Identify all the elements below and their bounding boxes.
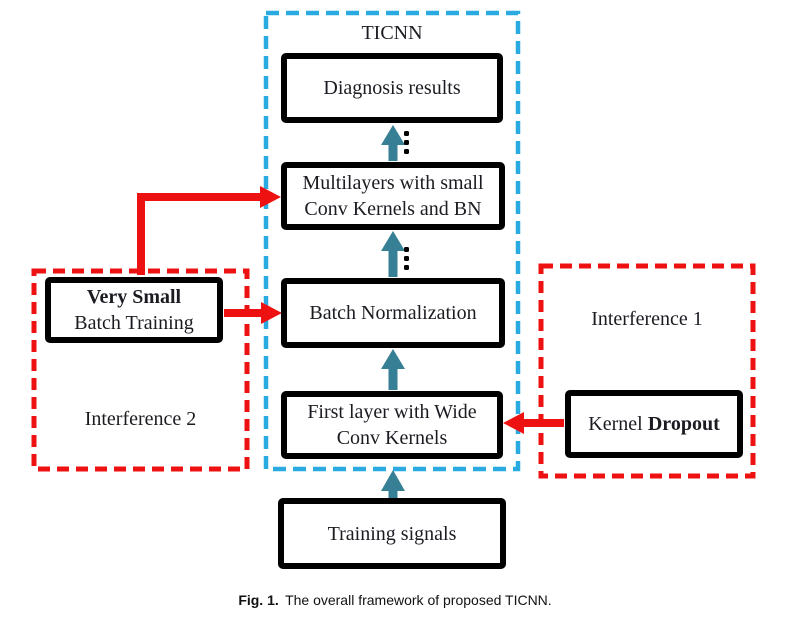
vertical-ellipsis-icon — [404, 247, 409, 274]
interference2-label: Interference 2 — [84, 408, 197, 430]
node-multilayers-label-line2: Conv Kernels and BN — [304, 198, 482, 220]
flow-arrow-training-to-firstlayer — [381, 470, 405, 499]
node-diagnosis-results: Diagnosis results — [281, 53, 503, 123]
node-first-layer-label-line1: First layer with Wide — [307, 401, 477, 423]
node-training-signals: Training signals — [278, 498, 506, 569]
node-kernel-dropout-label-regular: Kernel — [588, 413, 643, 435]
flow-arrow-multilayers-to-diagnosis — [381, 125, 405, 161]
interference-arrow-batchtraining-to-multilayers — [137, 186, 281, 275]
node-batch-normalization: Batch Normalization — [281, 278, 505, 348]
node-batch-normalization-label: Batch Normalization — [309, 302, 477, 324]
node-very-small-batch-training: Very Small Batch Training — [45, 277, 223, 343]
node-first-layer-label-line2: Conv Kernels — [336, 427, 448, 449]
interference1-dashed-border — [538, 263, 756, 479]
node-multilayers: Multilayers with small Conv Kernels and … — [281, 162, 505, 230]
flow-arrow-firstlayer-to-batchnorm — [381, 349, 405, 390]
node-kernel-dropout-label-bold: Dropout — [647, 413, 720, 435]
node-kernel-dropout: Kernel Dropout — [565, 390, 743, 458]
node-first-layer: First layer with Wide Conv Kernels — [281, 391, 503, 459]
node-diagnosis-results-label: Diagnosis results — [323, 77, 461, 99]
node-multilayers-label-line1: Multilayers with small — [302, 172, 484, 194]
node-training-signals-label: Training signals — [327, 522, 457, 545]
flow-arrow-batchnorm-to-multilayers — [381, 231, 405, 277]
interference-arrow-kerneldropout-to-firstlayer — [503, 412, 564, 434]
interference-arrow-batchtraining-to-batchnorm — [224, 302, 282, 324]
figure-caption-label: Fig. 1. — [238, 592, 279, 608]
ticnn-dashed-border — [263, 10, 521, 472]
vertical-ellipsis-icon — [404, 131, 409, 158]
node-very-small-batch-training-label-regular: Batch Training — [74, 312, 194, 334]
figure-caption: Fig. 1. The overall framework of proposed… — [0, 592, 790, 608]
node-very-small-batch-training-label-bold: Very Small — [86, 286, 182, 308]
figure-caption-text: The overall framework of proposed TICNN. — [285, 592, 552, 608]
ticnn-title: TICNN — [361, 22, 423, 44]
interference1-label: Interference 1 — [591, 308, 703, 330]
